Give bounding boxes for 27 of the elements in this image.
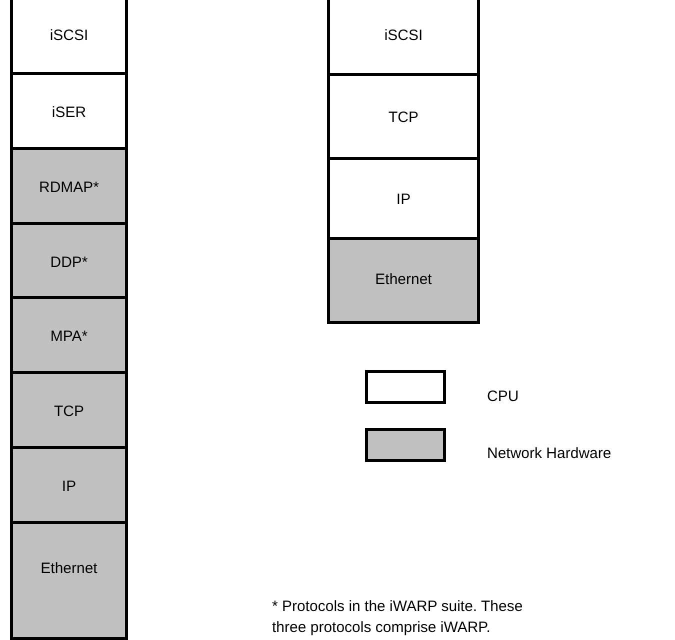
protocol-layer <box>10 72 128 150</box>
layer-name: Ethernet <box>374 271 433 288</box>
protocol-layer <box>10 446 128 524</box>
protocol-layer <box>10 222 128 299</box>
protocol-layer <box>10 521 128 640</box>
legend-label: CPU <box>487 388 519 405</box>
layer-name: IP <box>60 478 78 495</box>
protocol-layer <box>10 371 128 449</box>
protocol-layer <box>10 147 128 225</box>
layer-name: IP <box>395 191 412 208</box>
layer-name: DDP* <box>49 254 89 271</box>
layer-name: iSER <box>50 104 88 121</box>
layer-name: TCP <box>388 109 420 126</box>
footnote: * Protocols in the iWARP suite. These three protocols comprise iWARP. <box>272 597 524 638</box>
layer-name: iSCSI <box>48 27 90 44</box>
protocol-layer <box>327 73 480 160</box>
protocol-layer <box>327 237 480 324</box>
layer-name: TCP <box>53 403 85 420</box>
protocol-layer <box>327 0 480 76</box>
protocol-layer <box>10 296 128 374</box>
protocol-layer <box>10 0 128 75</box>
protocol-layer <box>327 157 480 240</box>
legend-label: Network Hardware <box>487 445 612 462</box>
layer-name: RDMAP* <box>38 179 100 196</box>
layer-name: MPA* <box>49 328 89 345</box>
layer-name: iSCSI <box>383 27 424 44</box>
layer-name: Ethernet <box>40 560 98 577</box>
